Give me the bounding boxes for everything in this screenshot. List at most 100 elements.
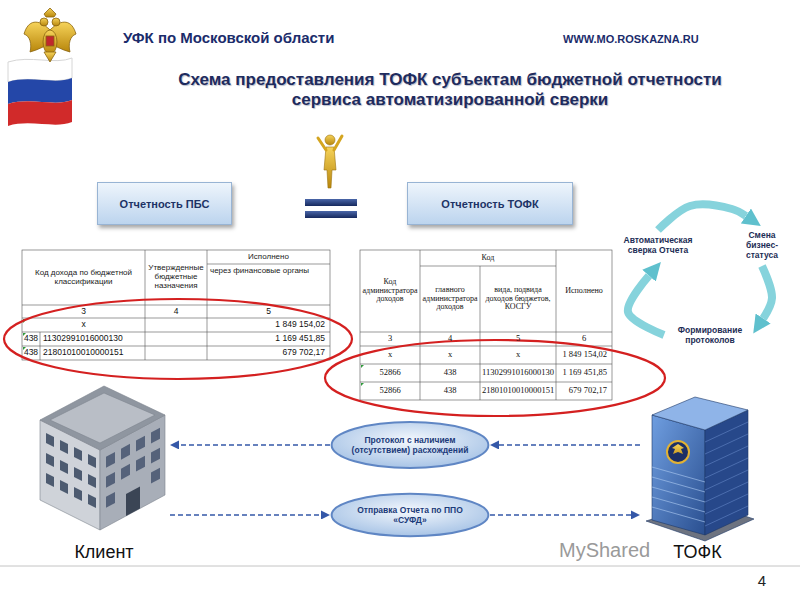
client-building bbox=[136, 456, 145, 472]
flag-ribbon bbox=[8, 58, 72, 82]
table-cell: 438 bbox=[420, 382, 480, 400]
report-button: Отчетность ТОФК bbox=[407, 182, 573, 225]
cell-marker bbox=[361, 365, 364, 368]
client-building bbox=[151, 468, 160, 484]
coat-of-arms bbox=[44, 8, 56, 17]
connector bbox=[170, 514, 321, 516]
coat-of-arms bbox=[44, 52, 56, 62]
footer-rule bbox=[0, 566, 800, 567]
client-building bbox=[121, 464, 130, 480]
table-grid bbox=[420, 250, 421, 400]
connector bbox=[762, 266, 772, 318]
cell-marker bbox=[361, 383, 364, 386]
tofk-building bbox=[705, 410, 748, 535]
tofk-building bbox=[652, 397, 748, 430]
table-cell: 21801010010000151 bbox=[40, 346, 145, 360]
client-building bbox=[60, 440, 68, 454]
table-grid bbox=[360, 250, 612, 400]
connector bbox=[179, 444, 330, 446]
coat-of-arms bbox=[43, 30, 57, 54]
coat-of-arms bbox=[46, 36, 54, 46]
tofk-building bbox=[652, 487, 705, 502]
node-text: Формирование протоколов bbox=[668, 325, 752, 345]
tofk-building bbox=[672, 444, 684, 458]
node-text: Отправка Отчета по ППО «СУФД» bbox=[342, 505, 478, 525]
client-building bbox=[46, 453, 54, 467]
table-cell: х bbox=[480, 346, 556, 364]
flag-ribbon bbox=[8, 100, 72, 126]
site-url: WWW.MO.ROSKAZNA.RU bbox=[560, 30, 780, 48]
coat-of-arms bbox=[52, 18, 60, 26]
node-text: Клиент bbox=[74, 542, 133, 563]
table-grid bbox=[40, 332, 41, 360]
cycle-step: Формирование протоколов bbox=[664, 320, 756, 350]
highlight-ellipse bbox=[325, 340, 665, 416]
client-building bbox=[74, 467, 82, 481]
table-grid bbox=[22, 332, 330, 333]
ellipse-outline bbox=[332, 494, 489, 536]
table-grid bbox=[22, 305, 330, 306]
coat-of-arms bbox=[24, 8, 76, 62]
table-cell: 5 bbox=[480, 332, 556, 346]
table-header-cell: вида, подвида доходов бюджетов, КОСГУ bbox=[480, 266, 556, 332]
table-cell: 679 702,17 bbox=[556, 382, 612, 400]
client-building bbox=[46, 473, 54, 487]
table-grid bbox=[420, 266, 556, 267]
client-building bbox=[60, 480, 68, 494]
table-grid bbox=[360, 364, 612, 365]
table-cell: 21801010010000151 bbox=[480, 382, 556, 400]
slide-title: Схема предоставления ТОФК субъектам бюдж… bbox=[160, 70, 740, 111]
table-cell: х bbox=[22, 318, 145, 332]
message-ellipse: Протокол с наличием (отсутствием) расхож… bbox=[330, 420, 490, 470]
report-button: Отчетность ПБС bbox=[97, 182, 232, 225]
client-building bbox=[40, 386, 165, 450]
connector bbox=[658, 205, 746, 230]
node-text: Смена бизнес-статуса bbox=[736, 230, 788, 261]
client-building bbox=[136, 436, 145, 452]
node-text: Протокол с наличием (отсутствием) расхож… bbox=[342, 435, 478, 455]
table-cell: 3 bbox=[360, 332, 420, 346]
client-building bbox=[106, 452, 115, 468]
client-building bbox=[88, 494, 96, 508]
tofk-building bbox=[705, 446, 748, 466]
client-building bbox=[106, 428, 160, 527]
client-building bbox=[74, 447, 82, 461]
table-header-cell: Утвержденные бюджетные назначения bbox=[145, 250, 207, 305]
node-text: ТОФК bbox=[673, 542, 721, 563]
tofk-building bbox=[646, 397, 754, 541]
table-cell: 6 bbox=[556, 332, 612, 346]
table-header-cell: Исполнено bbox=[207, 250, 330, 264]
table-cell: 1 849 154,02 bbox=[207, 318, 330, 332]
client-building bbox=[126, 486, 140, 516]
cycle-step: Автоматическая сверка Отчета bbox=[612, 230, 704, 260]
client-building bbox=[88, 474, 96, 488]
flag-ribbon bbox=[8, 78, 72, 104]
node-text: Отчетность ПБС bbox=[120, 198, 210, 210]
watermark: MyShared bbox=[556, 536, 660, 564]
tofk-building bbox=[652, 477, 705, 492]
building: Клиент bbox=[38, 385, 170, 565]
tofk-building bbox=[652, 507, 705, 522]
table-cell: х bbox=[420, 346, 480, 364]
table-cell: 11302991016000130 bbox=[480, 364, 556, 382]
equals-sign bbox=[305, 211, 357, 218]
table-grid bbox=[22, 250, 330, 360]
table-cell: 1 169 451,85 bbox=[556, 364, 612, 382]
table-grid bbox=[480, 266, 481, 400]
client-building bbox=[46, 433, 54, 447]
table-header-cell: Исполнено bbox=[556, 250, 612, 332]
table-grid bbox=[22, 318, 330, 319]
table-header-cell: Код администратора доходов bbox=[360, 250, 420, 332]
client-building bbox=[151, 428, 160, 444]
table-cell: 4 bbox=[145, 305, 207, 318]
client-building bbox=[106, 492, 115, 508]
table-cell: 438 bbox=[22, 332, 40, 346]
table-cell: 11302991016000130 bbox=[40, 332, 145, 346]
client-building bbox=[40, 386, 165, 530]
table-grid bbox=[207, 264, 330, 265]
client-building bbox=[50, 393, 155, 443]
client-building bbox=[121, 444, 130, 460]
coat-of-arms bbox=[40, 18, 48, 26]
client-building bbox=[106, 472, 115, 488]
